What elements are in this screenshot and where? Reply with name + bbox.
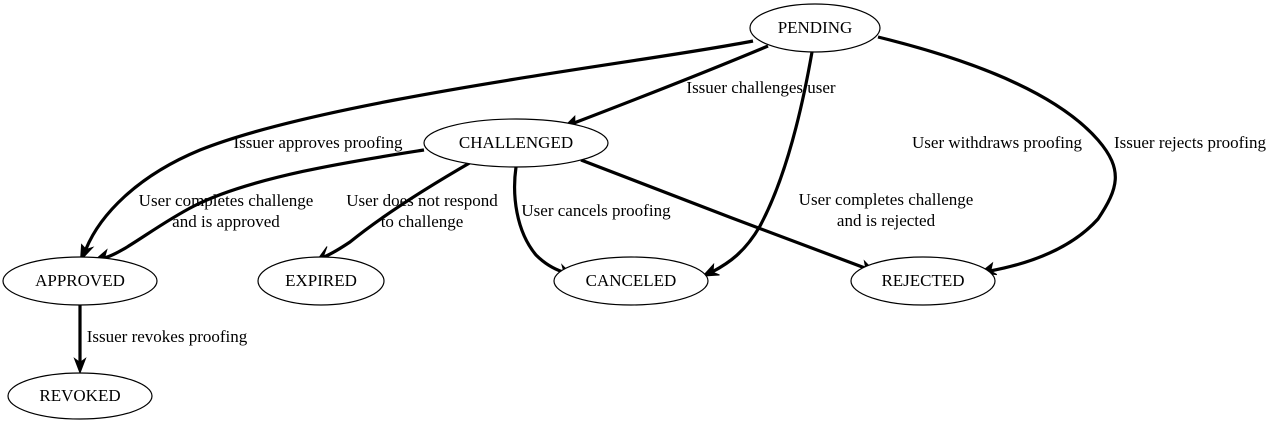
edge-challenged-rejected-path	[580, 158, 866, 270]
edge-pending-canceled-label: User withdraws proofing	[912, 133, 1082, 152]
node-approved[interactable]: APPROVED	[2, 256, 158, 306]
node-approved-label: APPROVED	[35, 271, 125, 290]
node-expired[interactable]: EXPIRED	[257, 256, 385, 306]
node-pending-ellipse[interactable]	[749, 3, 881, 53]
edge-pending-rejected: Issuer rejects proofing	[877, 35, 1267, 276]
edge-challenged-approved-label-l1: User completes challenge	[139, 191, 314, 210]
edge-approved-revoked: Issuer revokes proofing	[73, 305, 248, 375]
edge-pending-canceled-arrowhead	[701, 262, 720, 277]
edge-challenged-expired-label-l2: to challenge	[381, 212, 464, 231]
node-revoked[interactable]: REVOKED	[7, 372, 153, 420]
edge-challenged-rejected-label-l1: User completes challenge	[799, 190, 974, 209]
edge-challenged-expired: User does not respond to challenge	[317, 159, 498, 262]
node-approved-ellipse[interactable]	[2, 256, 158, 306]
edge-challenged-canceled-path	[513, 166, 564, 274]
node-canceled-ellipse[interactable]	[553, 256, 709, 306]
edge-pending-approved-path	[84, 39, 754, 250]
node-challenged-ellipse[interactable]	[423, 118, 609, 168]
node-canceled-label: CANCELED	[586, 271, 677, 290]
edge-pending-challenged-label: Issuer challenges user	[686, 78, 836, 97]
node-challenged[interactable]: CHALLENGED	[423, 118, 609, 168]
node-rejected[interactable]: REJECTED	[850, 256, 996, 306]
node-challenged-label: CHALLENGED	[459, 133, 573, 152]
edge-pending-canceled: User withdraws proofing	[701, 51, 1082, 277]
edge-pending-rejected-path	[877, 35, 1117, 273]
node-revoked-label: REVOKED	[39, 386, 120, 405]
edge-approved-revoked-label: Issuer revokes proofing	[87, 327, 248, 346]
edge-pending-canceled-path	[711, 51, 814, 274]
edge-challenged-rejected-label-l2: and is rejected	[837, 211, 936, 230]
edge-challenged-expired-path	[323, 159, 474, 259]
edge-challenged-approved-label-l2: and is approved	[172, 212, 280, 231]
edge-approved-revoked-arrowhead	[73, 357, 87, 375]
node-rejected-ellipse[interactable]	[850, 256, 996, 306]
node-pending[interactable]: PENDING	[749, 3, 881, 53]
edge-pending-approved-label: Issuer approves proofing	[233, 133, 403, 152]
edge-challenged-expired-label-l1: User does not respond	[346, 191, 498, 210]
edge-challenged-approved: User completes challenge and is approved	[93, 148, 425, 263]
node-canceled[interactable]: CANCELED	[553, 256, 709, 306]
edge-pending-rejected-label: Issuer rejects proofing	[1114, 133, 1267, 152]
node-expired-label: EXPIRED	[285, 271, 357, 290]
edge-challenged-canceled-label: User cancels proofing	[521, 201, 671, 220]
edge-pending-challenged-path	[573, 44, 769, 125]
node-expired-ellipse[interactable]	[257, 256, 385, 306]
edge-challenged-approved-path	[103, 148, 425, 260]
node-rejected-label: REJECTED	[881, 271, 964, 290]
edge-pending-challenged: Issuer challenges user	[562, 44, 836, 129]
node-revoked-ellipse[interactable]	[7, 372, 153, 420]
node-pending-label: PENDING	[778, 18, 853, 37]
